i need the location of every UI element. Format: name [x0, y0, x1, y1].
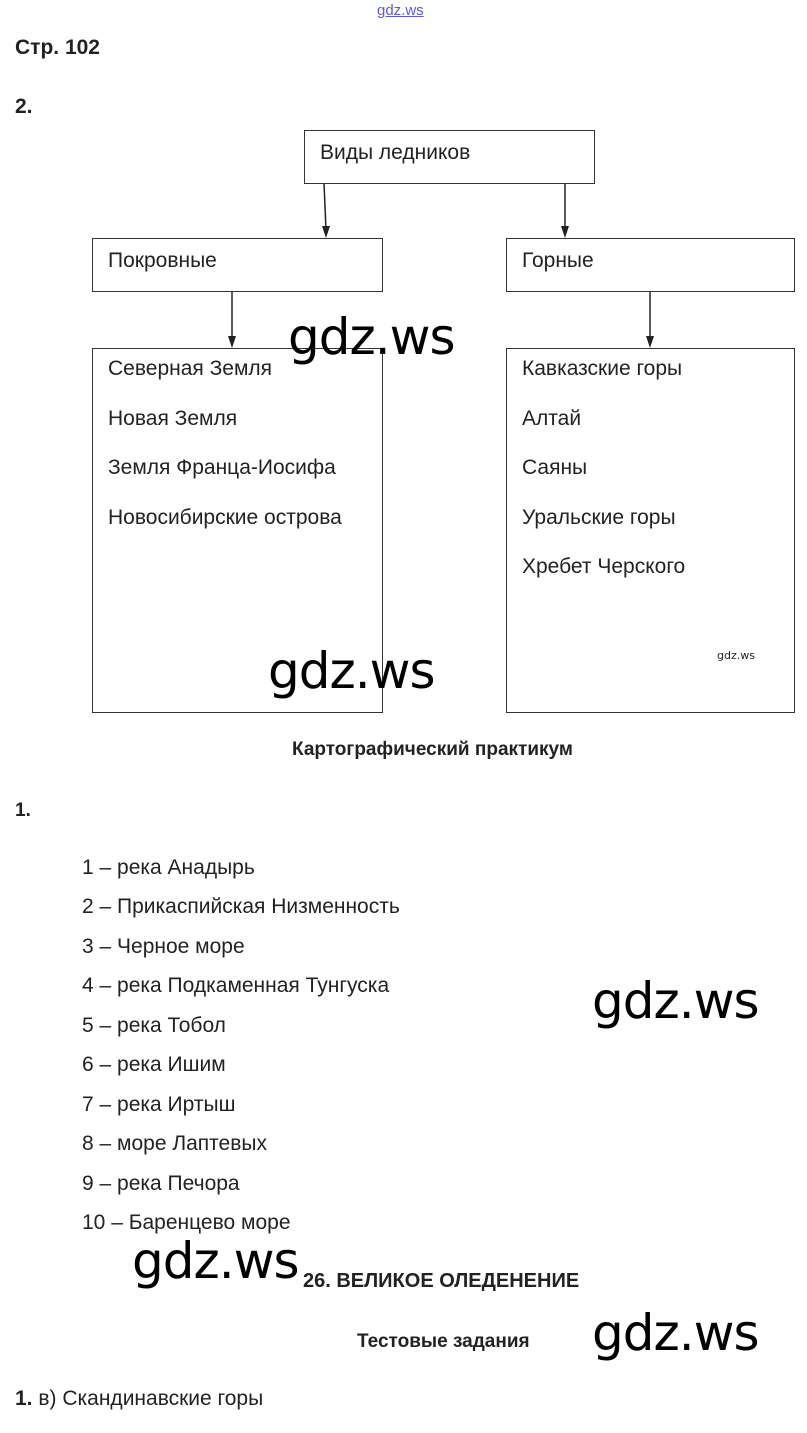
answer-line: 1. в) Скандинавские горы — [15, 1387, 263, 1411]
root-box: Виды ледников — [304, 130, 595, 184]
right-items-box: Кавказские горы Алтай Саяны Уральские го… — [506, 348, 795, 713]
small-watermark: gdz.ws — [717, 649, 755, 662]
header-watermark[interactable]: gdz.ws — [377, 2, 424, 19]
answer-text: в) Скандинавские горы — [38, 1387, 264, 1410]
list-item: Хребет Черского — [522, 555, 686, 578]
list-item: 8 – море Лаптевых — [82, 1132, 267, 1155]
watermark: gdz.ws — [288, 308, 456, 366]
list-item: 6 – река Ишим — [82, 1053, 226, 1076]
list-item: Новая Земля — [108, 406, 238, 430]
answer-number: 1. — [15, 1387, 33, 1410]
list-item: Северная Земля — [108, 357, 273, 380]
list-item: 3 – Черное море — [82, 935, 245, 958]
list-item: 2 – Прикаспийская Низменность — [82, 895, 400, 918]
list-item: Кавказские горы — [522, 357, 683, 380]
list-item: Уральские горы — [522, 505, 676, 529]
right-category-box: Горные — [506, 238, 795, 292]
chapter-title: 26. ВЕЛИКОЕ ОЛЕДЕНЕНИЕ — [303, 1270, 580, 1292]
left-items-box: Северная Земля Новая Земля Земля Франца-… — [92, 348, 383, 713]
list-item: 7 – река Иртыш — [82, 1093, 236, 1116]
right-category-label: Горные — [522, 249, 594, 272]
list-item: 4 – река Подкаменная Тунгуска — [82, 974, 390, 997]
task-number: 2. — [15, 95, 33, 118]
left-category-label: Покровные — [108, 249, 217, 272]
list-item: Алтай — [522, 406, 582, 430]
list-item: 10 – Баренцево море — [82, 1211, 291, 1234]
tests-title: Тестовые задания — [357, 1331, 530, 1352]
section-title: Картографический практикум — [292, 739, 573, 760]
watermark: gdz.ws — [592, 972, 760, 1030]
watermark: gdz.ws — [132, 1232, 300, 1290]
watermark: gdz.ws — [268, 642, 436, 700]
list-item: Земля Франца-Иосифа — [108, 456, 336, 479]
root-label: Виды ледников — [320, 141, 471, 164]
watermark: gdz.ws — [592, 1304, 760, 1362]
task-number: 1. — [15, 800, 31, 821]
list-item: Новосибирские острова — [108, 505, 342, 529]
list-item: 9 – река Печора — [82, 1172, 240, 1195]
list-item: Саяны — [522, 456, 588, 479]
diagram-arrows — [228, 182, 654, 348]
page-label: Стр. 102 — [15, 36, 100, 59]
list-item: 1 – река Анадырь — [82, 856, 255, 879]
left-category-box: Покровные — [92, 238, 383, 292]
list-item: 5 – река Тобол — [82, 1014, 226, 1037]
